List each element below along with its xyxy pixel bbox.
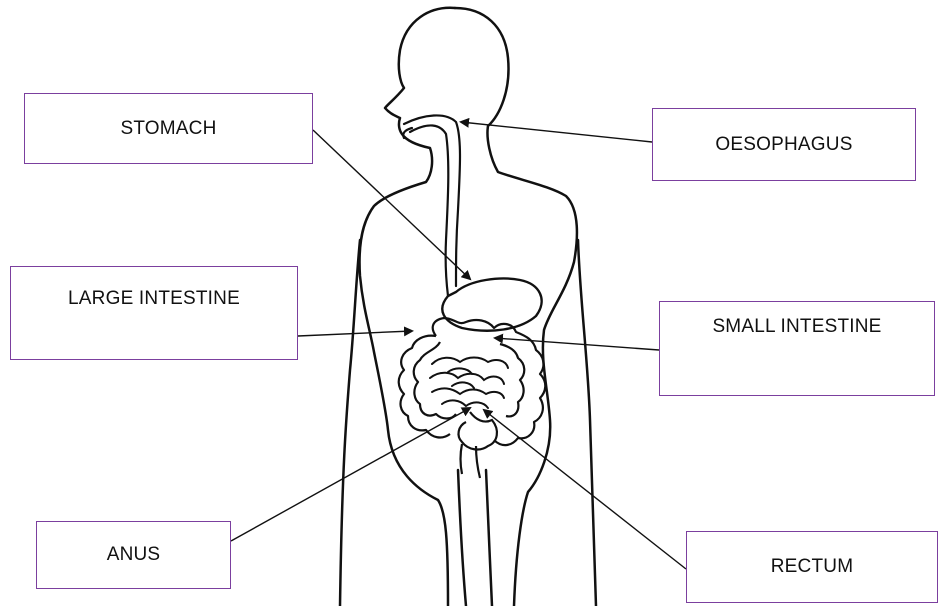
label-anus-text: ANUS <box>107 544 161 566</box>
right-arm-line <box>578 240 596 606</box>
large-intestine-shape <box>399 318 546 445</box>
label-rectum-text: RECTUM <box>771 556 853 578</box>
anus-pointer <box>231 408 470 541</box>
rectum-pointer <box>484 410 686 569</box>
left-arm-line <box>340 240 360 606</box>
label-oesophagus-text: OESOPHAGUS <box>715 134 852 156</box>
label-stomach: STOMACH <box>24 93 313 164</box>
label-large-intestine: LARGE INTESTINE <box>10 266 298 360</box>
small-intestine-shape <box>430 358 508 409</box>
large-intestine-pointer <box>298 331 412 336</box>
rectum-shape <box>459 412 497 478</box>
label-anus: ANUS <box>36 521 231 589</box>
stomach-pointer <box>313 130 470 279</box>
label-small-intestine: SMALL INTESTINE <box>659 301 935 396</box>
label-rectum: RECTUM <box>686 531 938 603</box>
label-oesophagus: OESOPHAGUS <box>652 108 916 181</box>
label-large-intestine-text: LARGE INTESTINE <box>68 288 240 310</box>
label-stomach-text: STOMACH <box>120 118 216 140</box>
leg-inner-left <box>458 470 466 606</box>
head-outline <box>360 8 455 606</box>
head-right-outline <box>455 8 577 606</box>
body-outline <box>340 8 596 606</box>
leg-inner-right <box>486 470 492 606</box>
oesophagus-pointer <box>461 122 652 142</box>
label-small-intestine-text: SMALL INTESTINE <box>712 316 881 338</box>
small-intestine-pointer <box>495 338 659 350</box>
